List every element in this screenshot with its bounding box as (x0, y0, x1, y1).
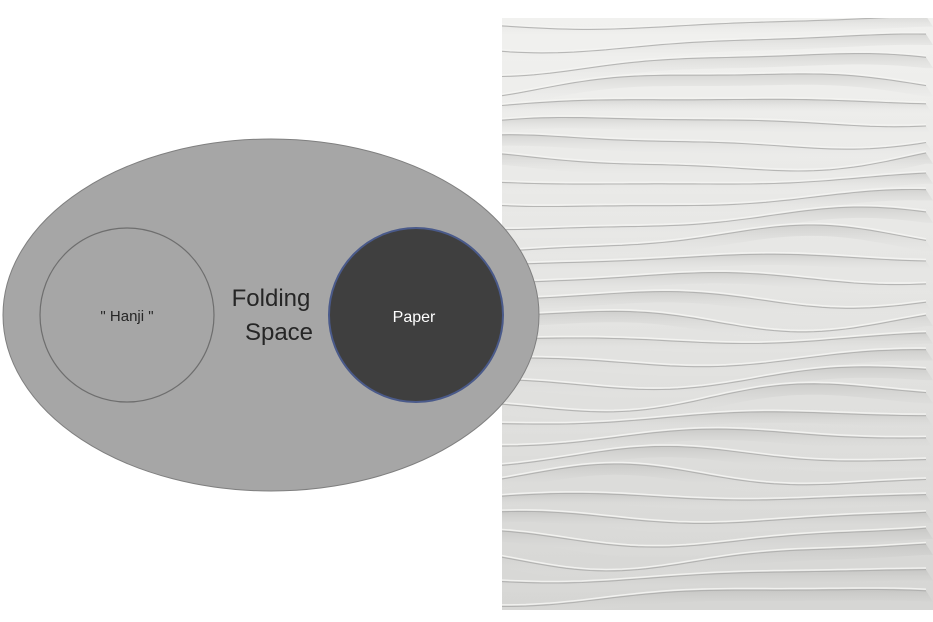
paper-fold-edge (502, 463, 927, 486)
paper-fold-edge (502, 253, 927, 266)
paper-fold-edge (502, 224, 927, 252)
paper-fold-lines (502, 18, 933, 610)
paper-fold-edge (502, 510, 927, 524)
paper-fold-highlight (502, 132, 927, 149)
hanji-label: " Hanji " (100, 308, 153, 325)
paper-fold-shadow (502, 117, 933, 138)
paper-fold-highlight (502, 381, 927, 412)
paper-fold-highlight (502, 18, 859, 29)
paper-fold-highlight (502, 347, 927, 366)
folding-space-label-line1: Folding (232, 285, 311, 312)
paper-fold-shadow (502, 173, 933, 195)
paper-fold-shadow (502, 34, 933, 64)
folding-space-ellipse (2, 138, 540, 492)
paper-fold-highlight (502, 170, 927, 184)
paper-fold-shadow (502, 349, 933, 378)
paper-fold-edge (502, 116, 927, 128)
paper-fold-highlight (502, 187, 927, 206)
paper-fold-edge (502, 492, 927, 501)
paper-fold-shadow (502, 254, 933, 276)
paper-fold-edge (502, 411, 926, 425)
paper-fold-edge (502, 291, 927, 309)
paper-fold-edge (502, 172, 927, 185)
paper-fold-shadow (502, 589, 933, 610)
paper-fold-highlight (502, 525, 927, 547)
paper-fold-edge (502, 53, 927, 78)
paper-fold-shadow (502, 134, 933, 160)
paper-fold-edge (502, 349, 927, 368)
paper-fold-shadow (502, 99, 933, 117)
paper-circle (328, 227, 504, 403)
paper-label: Paper (393, 309, 436, 326)
paper-fold-highlight (502, 71, 927, 95)
paper-fold-edge (502, 73, 927, 97)
paper-fold-edge (502, 383, 927, 413)
paper-fold-highlight (502, 204, 927, 229)
paper-fold-highlight (502, 491, 927, 500)
paper-fold-shadow (502, 189, 933, 218)
paper-fold-highlight (502, 444, 927, 465)
paper-fold-highlight (502, 222, 927, 251)
paper-fold-shadow (502, 73, 933, 107)
folded-paper-photo (502, 18, 933, 610)
paper-fold-edge (502, 152, 927, 172)
paper-fold-highlight (502, 426, 927, 446)
paper-fold-edge (502, 569, 927, 584)
paper-fold-highlight (502, 251, 927, 264)
paper-fold-edge (502, 188, 927, 208)
paper-fold-edge (502, 98, 927, 107)
hanji-circle (39, 227, 215, 403)
paper-fold-edge (502, 366, 927, 391)
paper-fold-highlight (502, 115, 927, 126)
paper-fold-highlight (502, 31, 927, 53)
paper-fold-highlight (502, 96, 927, 105)
paper-fold-edge (502, 588, 927, 607)
paper-fold-highlight (502, 270, 927, 284)
paper-fold-edge (502, 332, 927, 345)
paper-fold-shadow (502, 544, 933, 582)
paper-fold-highlight (502, 509, 927, 523)
paper-fold-shadow (502, 446, 933, 477)
paper-fold-shadow (502, 18, 933, 41)
paper-fold-edge (502, 134, 927, 150)
paper-fold-highlight (502, 364, 927, 389)
paper-fold-shadow (502, 366, 933, 401)
paper-fold-highlight (502, 308, 927, 331)
paper-fold-shadow (502, 225, 933, 263)
paper-fold-shadow (502, 493, 933, 511)
paper-fold-shadow (502, 464, 933, 496)
paper-fold-edge (502, 310, 927, 333)
paper-fold-edge (502, 428, 927, 447)
paper-fold-highlight (502, 587, 927, 606)
paper-fold-shadow (502, 332, 933, 355)
paper-fold-shadow (502, 528, 933, 558)
paper-fold-highlight (502, 541, 927, 571)
paper-fold-edge (502, 206, 927, 231)
paper-fold-highlight (502, 289, 927, 308)
paper-fold-shadow (502, 207, 933, 241)
paper-fold-edge (502, 18, 890, 30)
paper-fold-edge (502, 272, 927, 286)
paper-fold-highlight (502, 409, 926, 424)
paper-fold-shadow (502, 291, 933, 320)
paper-fold-highlight (502, 51, 927, 76)
paper-fold-highlight (502, 330, 927, 343)
paper-fold-edge (502, 445, 927, 466)
paper-fold-edge (502, 543, 927, 572)
paper-fold-shadow (502, 411, 933, 435)
paper-fold-highlight (502, 150, 927, 171)
paper-fold-highlight (502, 567, 927, 583)
paper-fold-highlight (502, 461, 927, 484)
paper-fold-shadow (502, 53, 933, 88)
paper-fold-shadow (502, 311, 933, 343)
paper-fold-shadow (502, 383, 933, 423)
folding-space-label-line2: Space (245, 319, 313, 346)
paper-fold-edge (502, 33, 927, 54)
paper-fold-shadow (502, 569, 933, 594)
paper-fold-edge (502, 527, 927, 548)
